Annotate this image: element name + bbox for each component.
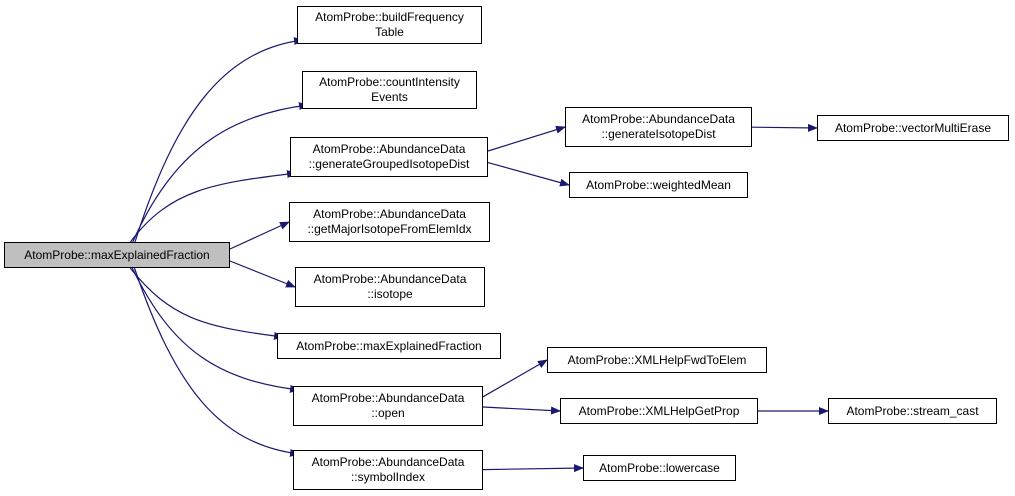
node-label-line: AtomProbe::weightedMean — [586, 177, 731, 192]
node-label-line: AtomProbe::XMLHelpGetProp — [578, 403, 740, 418]
node-label-line: AtomProbe::XMLHelpFwdToElem — [567, 352, 747, 367]
node-label-line: AtomProbe::AbundanceData — [312, 142, 466, 156]
node-xml-help-get-prop[interactable]: AtomProbe::XMLHelpGetProp — [560, 398, 758, 424]
node-vector-multi-erase[interactable]: AtomProbe::vectorMultiErase — [817, 115, 1009, 141]
node-isotope[interactable]: AtomProbe::AbundanceData ::isotope — [295, 267, 485, 307]
node-label-line: AtomProbe::maxExplainedFraction — [296, 338, 482, 353]
node-label-line: ::getMajorIsotopeFromElemIdx — [307, 222, 472, 236]
edge-root-to-open — [131, 267, 300, 393]
node-label-line: ::generateIsotopeDist — [601, 127, 716, 141]
edge-generateIsotopeDist-to-vectorMultiErase — [751, 123, 818, 132]
node-label-line: AtomProbe::AbundanceData — [313, 207, 466, 221]
node-open[interactable]: AtomProbe::AbundanceData ::open — [293, 386, 483, 426]
node-label-line: AtomProbe::maxExplainedFraction — [24, 247, 210, 262]
node-count-intensity-events[interactable]: AtomProbe::countIntensity Events — [302, 71, 477, 109]
node-weighted-mean[interactable]: AtomProbe::weightedMean — [569, 172, 748, 198]
node-label-line: ::isotope — [367, 287, 413, 301]
edge-root-to-isotope — [229, 260, 296, 288]
node-label-line: AtomProbe::AbundanceData — [313, 272, 467, 286]
edge-generateGroupedIsotopeDist-to-generateIsotopeDist — [487, 125, 566, 152]
node-label-line: AtomProbe::AbundanceData — [311, 391, 465, 405]
node-generate-grouped-isotope-dist[interactable]: AtomProbe::AbundanceData ::generateGroup… — [290, 137, 488, 177]
node-max-explained-fraction[interactable]: AtomProbe::maxExplainedFraction — [277, 333, 501, 359]
node-label-line: AtomProbe::AbundanceData — [311, 455, 465, 469]
edge-root-to-countIntensityEvents — [132, 102, 309, 243]
node-label-line: ::open — [371, 406, 405, 420]
edge-open-to-XMLHelpGetProp — [482, 406, 561, 415]
node-label-line: AtomProbe::buildFrequency — [315, 10, 464, 24]
edge-root-to-generateGroupedIsotopeDist — [129, 170, 297, 243]
node-build-frequency-table[interactable]: AtomProbe::buildFrequency Table — [297, 6, 482, 44]
edge-root-to-symbolIndex — [133, 267, 300, 457]
node-lowercase[interactable]: AtomProbe::lowercase — [583, 455, 736, 481]
edge-generateGroupedIsotopeDist-to-weightedMean — [487, 162, 570, 187]
edge-root-to-buildFrequencyTable — [134, 37, 304, 243]
node-label-line: ::generateGroupedIsotopeDist — [308, 157, 470, 171]
edge-symbolIndex-to-lowercase — [482, 464, 584, 473]
edge-root-to-maxExplainedFraction2 — [129, 267, 284, 340]
edge-open-to-XMLHelpFwdToElem — [482, 359, 548, 398]
node-generate-isotope-dist[interactable]: AtomProbe::AbundanceData ::generateIsoto… — [565, 107, 752, 147]
node-symbol-index[interactable]: AtomProbe::AbundanceData ::symbolIndex — [293, 450, 483, 490]
node-stream-cast[interactable]: AtomProbe::stream_cast — [828, 398, 997, 424]
node-root-max-explained-fraction: AtomProbe::maxExplainedFraction — [4, 242, 230, 268]
node-get-major-isotope-from-elem-idx[interactable]: AtomProbe::AbundanceData ::getMajorIsoto… — [289, 202, 490, 242]
node-label-line: Events — [371, 90, 408, 104]
node-label-line: AtomProbe::countIntensity — [319, 75, 460, 89]
node-label-line: ::symbolIndex — [350, 470, 426, 484]
node-xml-help-fwd-to-elem[interactable]: AtomProbe::XMLHelpFwdToElem — [547, 347, 767, 373]
node-label-line: Table — [375, 25, 404, 39]
node-label-line: AtomProbe::stream_cast — [846, 403, 979, 418]
node-label-line: AtomProbe::vectorMultiErase — [834, 120, 992, 135]
node-label-line: AtomProbe::AbundanceData — [582, 112, 735, 126]
edge-root-to-getMajorIsotopeFromElemIdx — [229, 221, 290, 250]
node-label-line: AtomProbe::lowercase — [599, 460, 720, 475]
